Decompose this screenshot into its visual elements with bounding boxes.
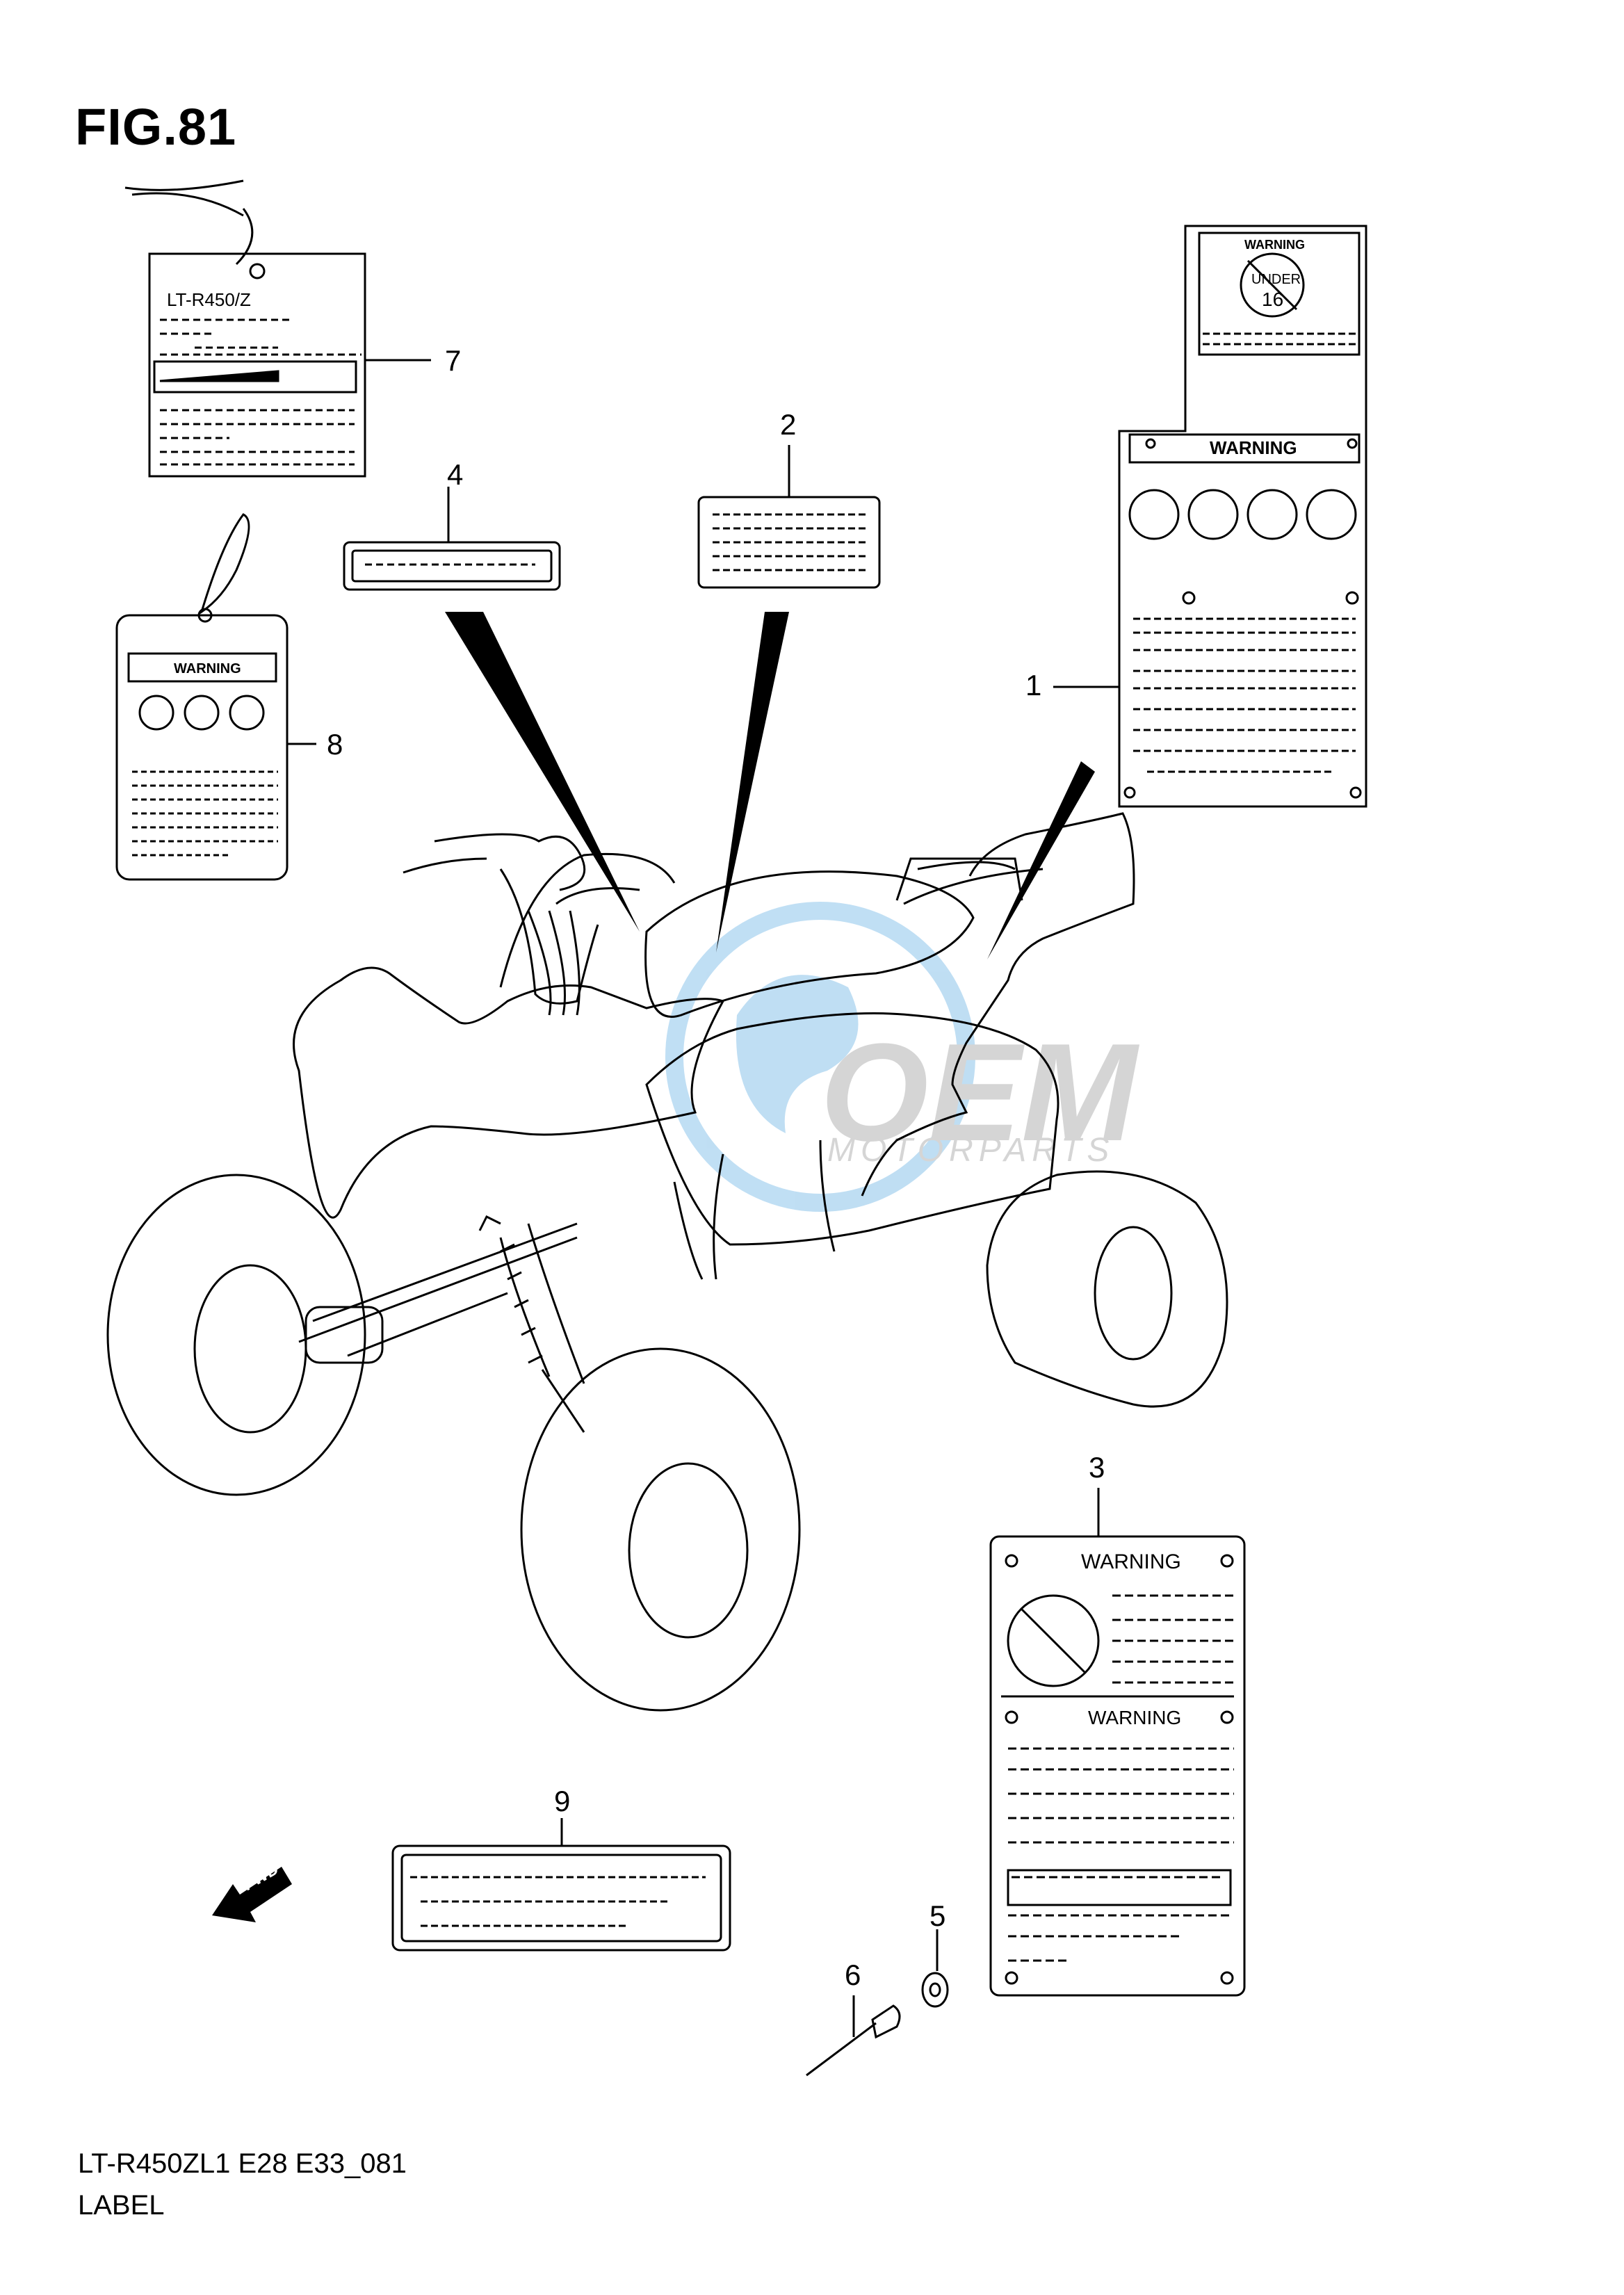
label3-warning-1: WARNING <box>1081 1550 1181 1573</box>
watermark-sub: MOTORPARTS <box>827 1132 1114 1169</box>
watermark-brand: OEM <box>820 1015 1140 1170</box>
callout-1: 1 <box>1025 669 1042 702</box>
callout-4: 4 <box>447 458 464 491</box>
label1-main-warning: WARNING <box>1210 437 1297 458</box>
part-4-label <box>343 487 561 591</box>
pointer-wedges <box>445 612 1095 959</box>
callout-2: 2 <box>780 408 797 441</box>
section-name: LABEL <box>78 2190 165 2221</box>
callout-8: 8 <box>327 728 343 761</box>
part-3-label: WARNING WARNING <box>989 1488 1246 1997</box>
callout-5: 5 <box>929 1899 946 1932</box>
part-2-label <box>697 445 881 589</box>
watermark: OEM MOTORPARTS <box>665 902 1140 1212</box>
atv-illustration <box>106 812 1228 1712</box>
callout-7: 7 <box>445 344 462 377</box>
tag-model-text: LT-R450/Z <box>167 289 251 310</box>
model-code: LT-R450ZL1 E28 E33_081 <box>78 2148 407 2179</box>
figure-title: FIG.81 <box>75 98 237 156</box>
label3-warning-2: WARNING <box>1088 1707 1181 1728</box>
part-1-label: WARNING UNDER 16 WARNING <box>1053 225 1367 808</box>
tag8-warning-text: WARNING <box>174 661 241 676</box>
age-badge-top: UNDER <box>1251 272 1301 287</box>
fwd-arrow-icon: FWD <box>212 1859 292 1922</box>
part-7-tag: LT-R450/Z <box>124 179 431 478</box>
part-6-rivet <box>806 1995 901 2077</box>
callout-6: 6 <box>845 1959 861 1991</box>
callout-9: 9 <box>554 1785 571 1817</box>
label1-top-warning: WARNING <box>1244 238 1305 252</box>
callout-3: 3 <box>1089 1451 1105 1484</box>
part-8-tag: WARNING <box>115 513 316 881</box>
part-9-label <box>391 1818 731 1952</box>
part-5-washer <box>921 1929 949 2008</box>
